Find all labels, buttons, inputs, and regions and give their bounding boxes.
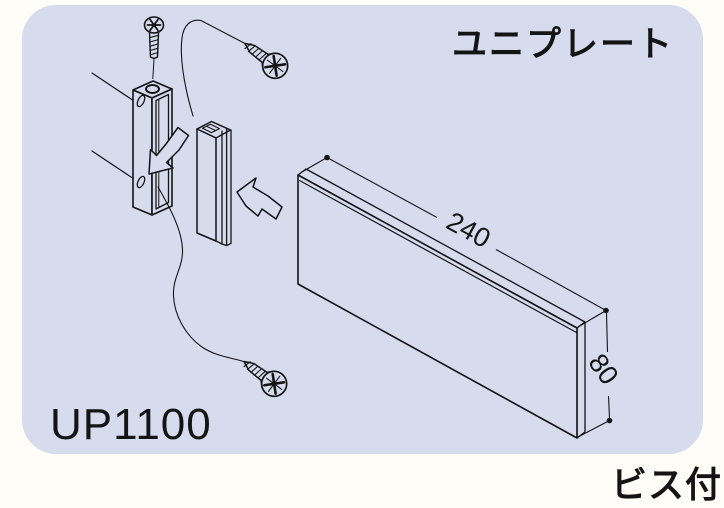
tapping-screw-top-icon — [236, 32, 294, 85]
name-plate-part — [297, 168, 586, 439]
plate-width-label: 240 — [441, 206, 495, 254]
plate-height-label: 80 — [582, 348, 624, 390]
tapping-screw-bottom-icon — [235, 350, 293, 403]
insert-direction-arrow-plate-icon — [236, 177, 283, 220]
screw-leader-curves — [157, 19, 246, 363]
model-number: UP1100 — [50, 400, 212, 449]
insert-direction-arrow-rail-icon — [148, 126, 190, 175]
screws-included-note: ビス付 — [610, 464, 722, 505]
product-title: ユニプレート — [452, 25, 675, 64]
wall-leader-lines — [91, 72, 135, 180]
machine-screw-icon — [143, 16, 165, 79]
hanger-clip-part — [196, 120, 232, 247]
